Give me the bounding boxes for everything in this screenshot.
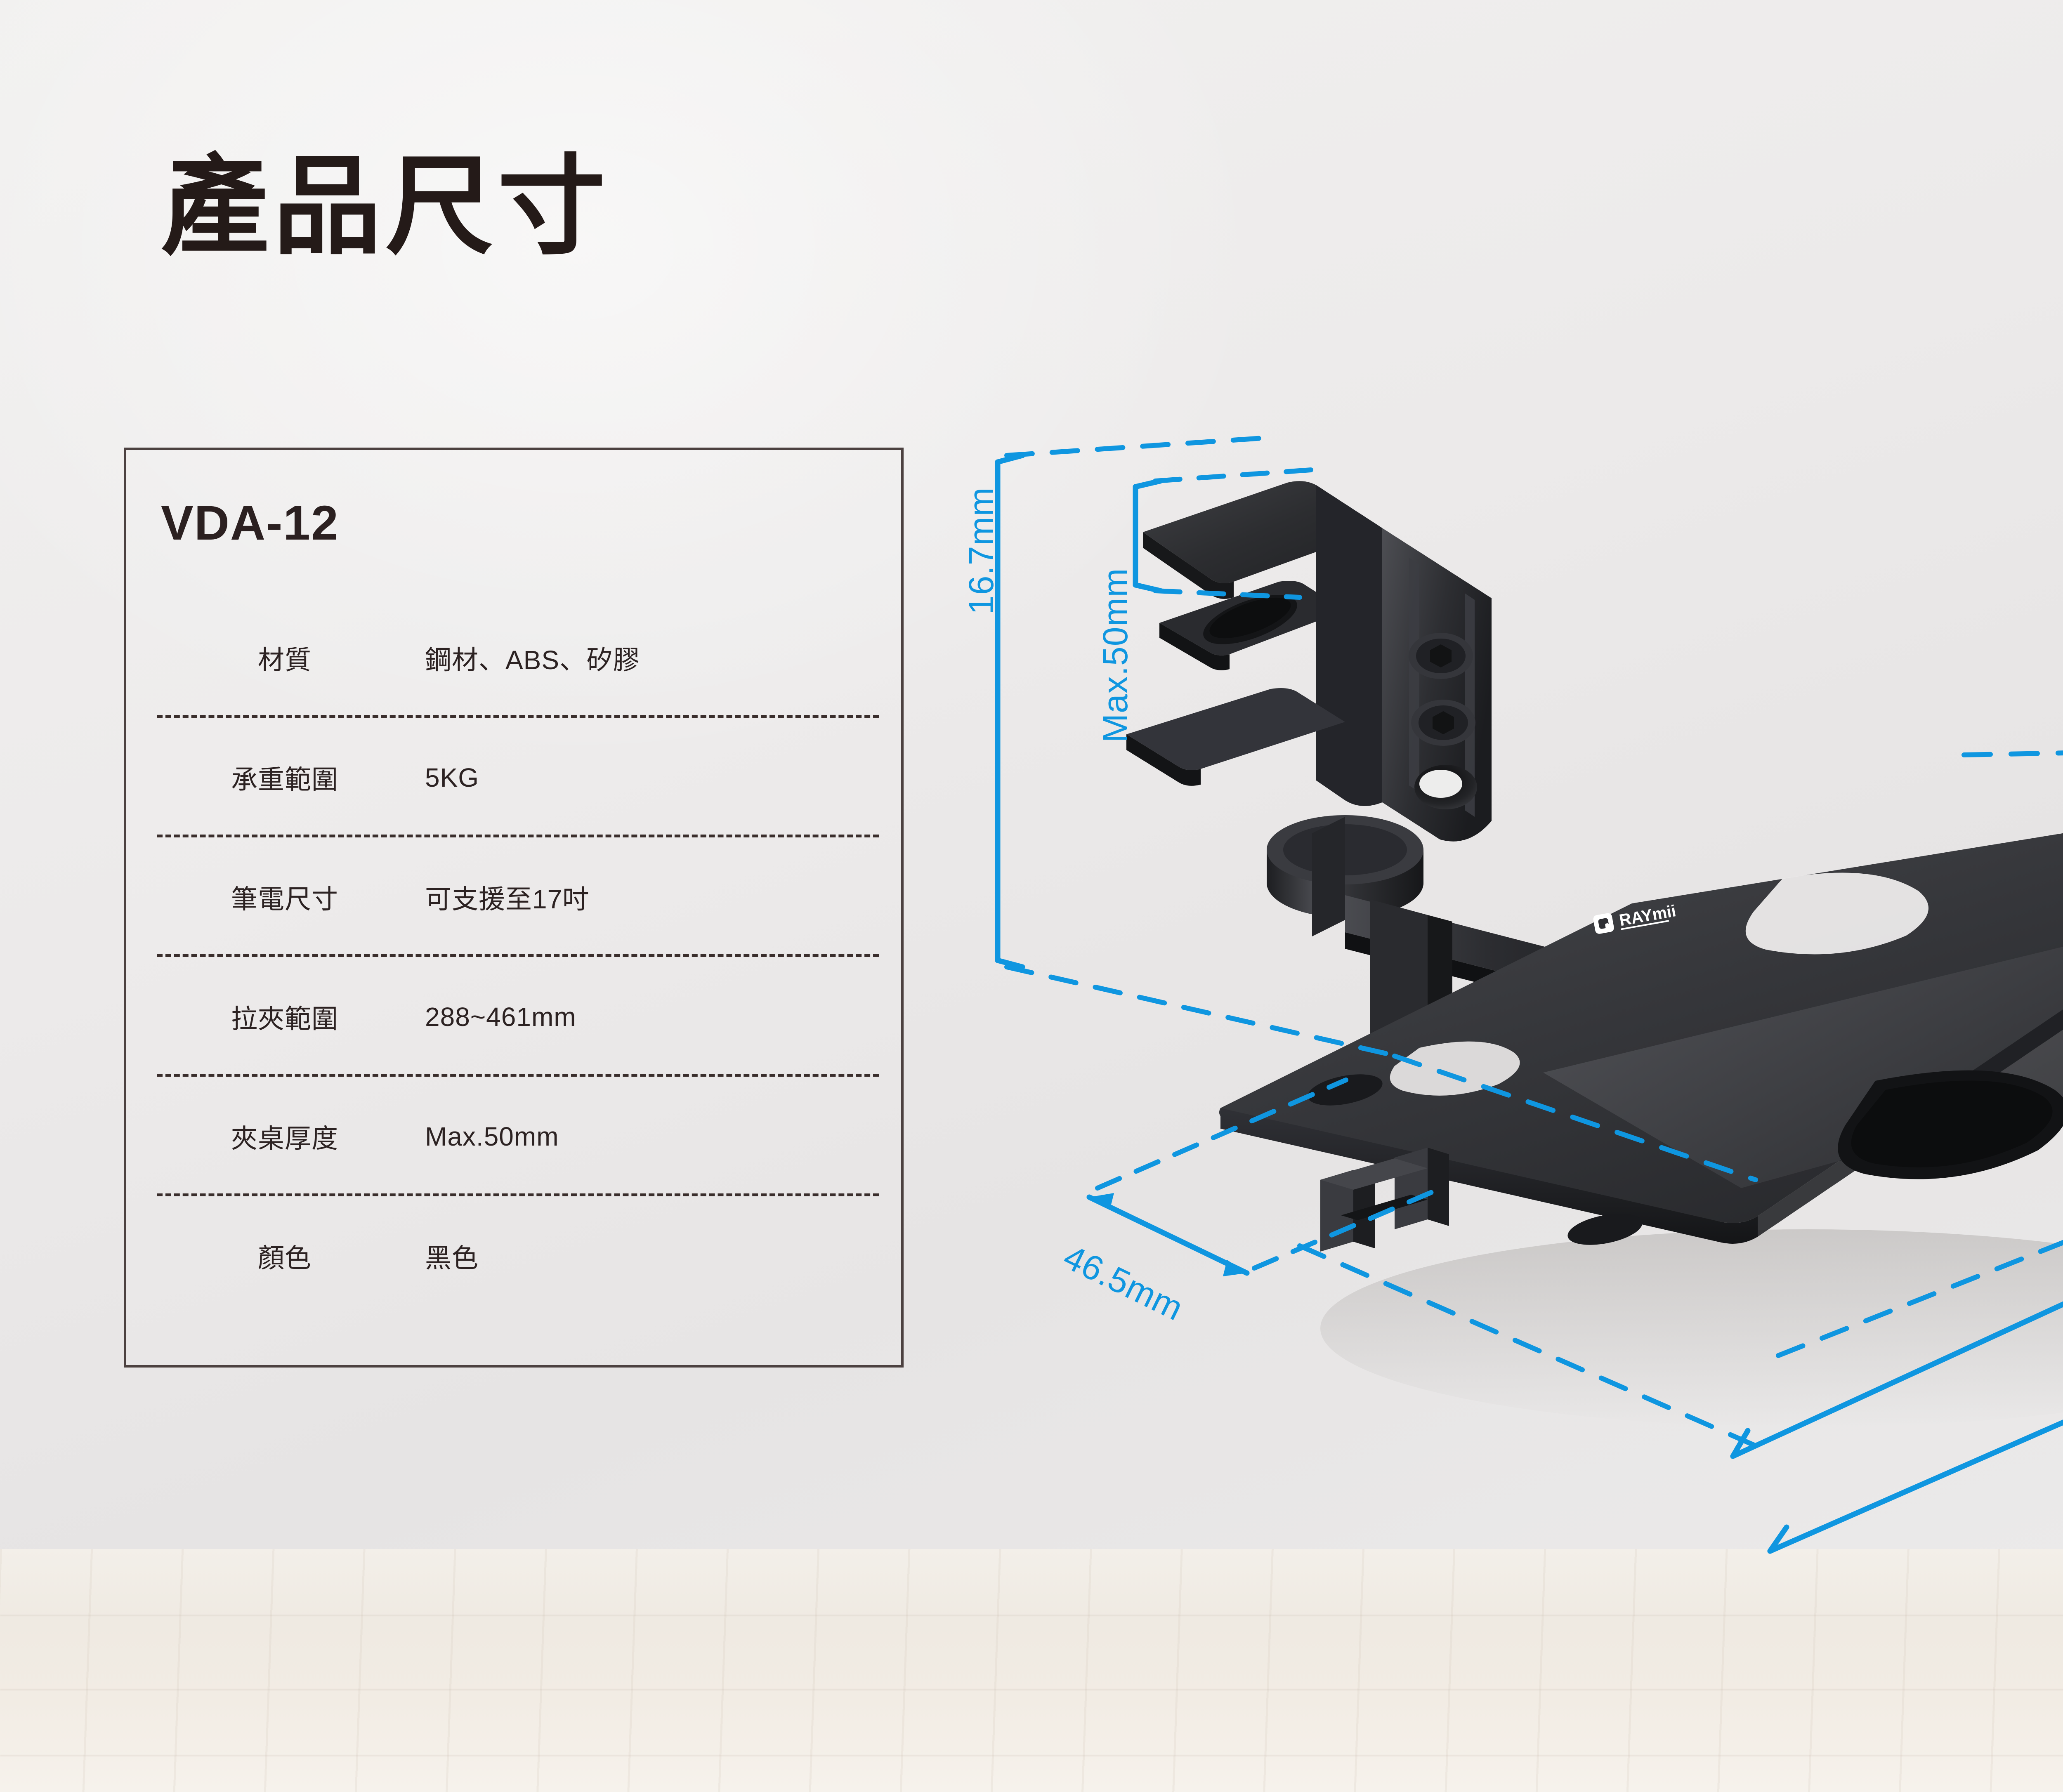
table-row: 承重範圍 5KG [124,718,904,837]
spec-table: 材質 鋼材、ABS、矽膠 承重範圍 5KG 筆電尺寸 可支援至17吋 拉夾範圍 … [124,598,904,1316]
table-row: 材質 鋼材、ABS、矽膠 [124,598,904,718]
table-row: 拉夾範圍 288~461mm [124,957,904,1077]
spec-label: 夾桌厚度 [231,1124,338,1153]
spec-label: 承重範圍 [231,765,338,795]
spec-label: 顏色 [258,1243,312,1273]
spec-card [124,448,904,1368]
spec-value: 5KG [425,763,479,792]
tray-cutout-top [1745,872,1928,955]
wood-floor [0,1549,2063,1792]
spec-value: 黑色 [425,1243,479,1273]
spec-value: 288~461mm [425,1002,576,1032]
row-divider [157,954,879,957]
tray-side-clamp-left [1320,1148,1449,1252]
row-divider [157,1193,879,1196]
row-divider [157,715,879,718]
page-title: 產品尺寸 [161,146,610,267]
spec-label: 拉夾範圍 [231,1004,338,1034]
table-row: 筆電尺寸 可支援至17吋 [124,837,904,957]
spec-value: Max.50mm [425,1122,559,1151]
spec-label: 筆電尺寸 [231,884,338,914]
product-render: RAYmii [1056,404,2063,1580]
clamp-lower-jaw [1126,688,1345,770]
table-row: 顏色 黑色 [124,1196,904,1316]
spec-value: 可支援至17吋 [425,884,590,914]
spec-value: 鋼材、ABS、矽膠 [425,645,640,675]
row-divider [157,1074,879,1077]
product-model-name: VDA-12 [161,496,339,550]
spec-label: 材質 [258,645,312,675]
row-divider [157,835,879,837]
table-row: 夾桌厚度 Max.50mm [124,1077,904,1196]
